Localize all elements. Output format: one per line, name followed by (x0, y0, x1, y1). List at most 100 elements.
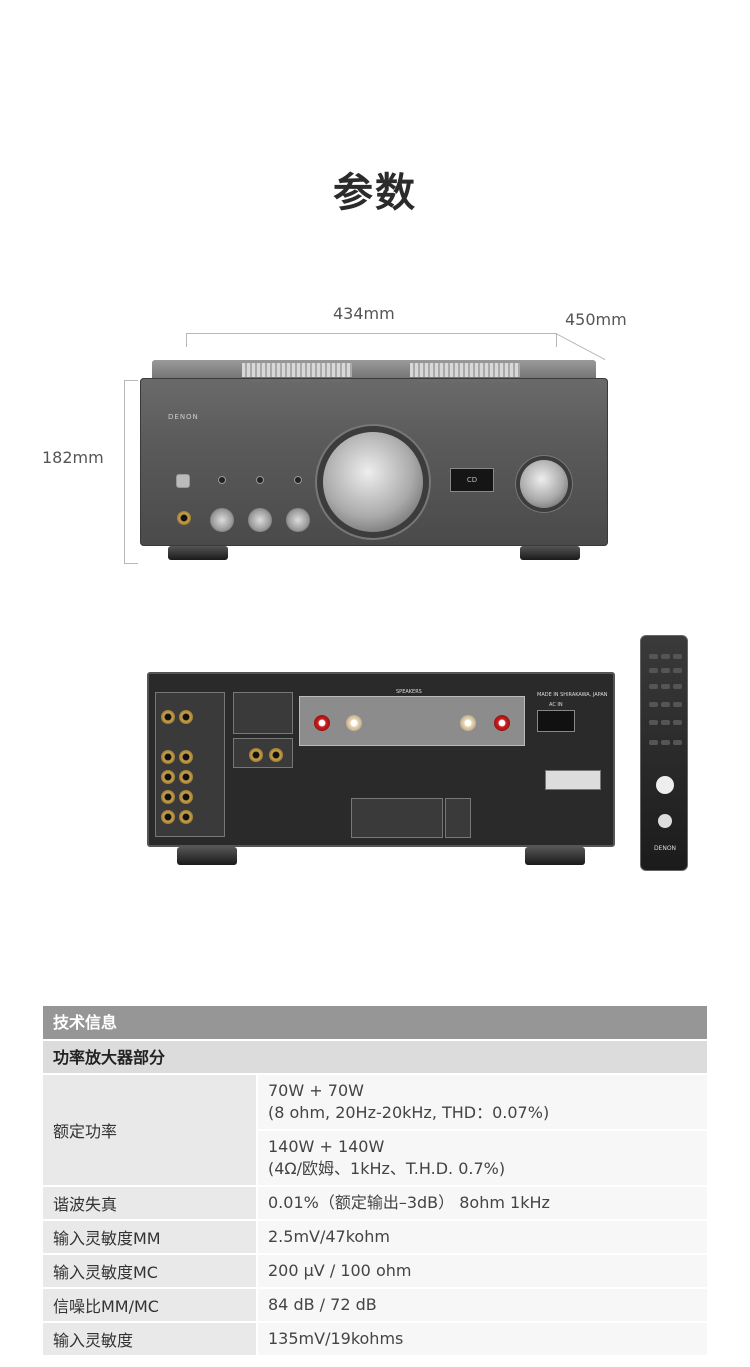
indicator-dc-hdamp (294, 476, 302, 484)
remote-dpad (656, 776, 674, 794)
remote-button (649, 684, 658, 689)
network-jack-r (179, 770, 193, 784)
remote-brand-logo: DENON (653, 845, 677, 852)
spec-value-line: 2.5mV/47kohm (268, 1227, 390, 1246)
spec-label: 谐波失真 (43, 1187, 256, 1219)
remote-button (649, 702, 658, 707)
width-dimension-line (186, 333, 556, 334)
rating-label-plate (545, 770, 601, 790)
phones-jack (177, 511, 191, 525)
remote-button (649, 668, 658, 673)
remote-button (661, 668, 670, 673)
spec-value: 135mV/19kohms (256, 1323, 707, 1355)
remote-button (649, 740, 658, 745)
amplifier-front-image: DENON CD (140, 360, 608, 560)
spec-value: 140W + 140W (4Ω/欧姆、1kHz、T.H.D. 0.7%) (256, 1129, 707, 1185)
digital-audio-panel (351, 798, 443, 838)
front-foot-right (520, 546, 580, 560)
recorder-jack-r (179, 790, 193, 804)
spec-label: 额定功率 (43, 1075, 256, 1185)
spec-table: 技术信息 功率放大器部分 额定功率 70W + 70W (8 ohm, 20Hz… (43, 1006, 707, 1355)
spec-value-line: 135mV/19kohms (268, 1329, 404, 1348)
speaker-terminal-right-white (460, 715, 476, 731)
height-dimension-tick-bottom (124, 563, 138, 564)
remote-button (649, 720, 658, 725)
table-row: 谐波失真 0.01%（额定输出–3dB） 8ohm 1kHz (43, 1185, 707, 1219)
spec-value: 84 dB / 72 dB (256, 1289, 707, 1321)
remote-button (673, 720, 682, 725)
spec-values: 200 µV / 100 ohm (256, 1255, 707, 1287)
spec-values: 84 dB / 72 dB (256, 1289, 707, 1321)
spec-value-line: (4Ω/欧姆、1kHz、T.H.D. 0.7%) (268, 1159, 506, 1178)
amplifier-rear-image: SPEAKERS MADE IN SHIRAKAWA, JAPAN AC IN (147, 672, 615, 867)
spec-value-line: 200 µV / 100 ohm (268, 1261, 412, 1280)
spec-value: 200 µV / 100 ohm (256, 1255, 707, 1287)
vent-left (242, 363, 352, 377)
speakers-label: SPEAKERS (396, 689, 422, 695)
spec-value-line: 84 dB / 72 dB (268, 1295, 377, 1314)
ext-pre-jack-l (249, 748, 263, 762)
remote-button (673, 684, 682, 689)
height-dimension-line (124, 380, 125, 564)
amplifier-rear-panel: SPEAKERS MADE IN SHIRAKAWA, JAPAN AC IN (147, 672, 615, 847)
spec-table-header: 技术信息 (43, 1006, 707, 1039)
spec-values: 0.01%（额定输出–3dB） 8ohm 1kHz (256, 1187, 707, 1219)
remote-button (661, 702, 670, 707)
remote-button (673, 654, 682, 659)
table-row: 输入灵敏度 135mV/19kohms (43, 1321, 707, 1355)
table-row: 信噪比MM/MC 84 dB / 72 dB (43, 1287, 707, 1321)
vent-right (410, 363, 520, 377)
spec-label: 信噪比MM/MC (43, 1289, 256, 1321)
bass-knob (210, 508, 234, 532)
spec-value: 70W + 70W (8 ohm, 20Hz-20kHz, THD：0.07%) (256, 1075, 707, 1129)
balance-knob (286, 508, 310, 532)
rear-foot-left (177, 847, 237, 865)
front-foot-left (168, 546, 228, 560)
indicator-source-direct (256, 476, 264, 484)
indicator-analog (218, 476, 226, 484)
table-row: 额定功率 70W + 70W (8 ohm, 20Hz-20kHz, THD：0… (43, 1073, 707, 1185)
speaker-terminal-right-red (494, 715, 510, 731)
phono-jack-l (161, 710, 175, 724)
ext-pre-panel (233, 738, 293, 768)
ac-in-label: AC IN (549, 702, 563, 708)
remote-button (661, 684, 670, 689)
input-selector-knob (520, 460, 568, 508)
remote-button (673, 740, 682, 745)
front-brand-logo: DENON (168, 413, 199, 421)
spec-value-line: (8 ohm, 20Hz-20kHz, THD：0.07%) (268, 1103, 550, 1122)
remote-button (661, 654, 670, 659)
spec-section-title: 功率放大器部分 (43, 1039, 707, 1073)
spec-label: 输入灵敏度 (43, 1323, 256, 1355)
cd-jack-l (161, 750, 175, 764)
width-dimension-tick-right (556, 333, 557, 347)
cd-jack-r (179, 750, 193, 764)
rear-foot-right (525, 847, 585, 865)
spec-value-line: 140W + 140W (268, 1137, 385, 1156)
table-row: 输入灵敏度MC 200 µV / 100 ohm (43, 1253, 707, 1287)
depth-dimension-label: 450mm (565, 310, 627, 329)
remote-button (661, 720, 670, 725)
spec-label: 输入灵敏度MM (43, 1221, 256, 1253)
spec-value-line: 70W + 70W (268, 1081, 364, 1100)
remote-button (661, 740, 670, 745)
recorder-out-jack-l (161, 810, 175, 824)
remote-button (649, 654, 658, 659)
spec-values: 2.5mV/47kohm (256, 1221, 707, 1253)
spec-value: 2.5mV/47kohm (256, 1221, 707, 1253)
ir-control-panel (445, 798, 471, 838)
remote-control-image: DENON (640, 635, 688, 871)
spec-value-line: 0.01%（额定输出–3dB） 8ohm 1kHz (268, 1193, 550, 1212)
spec-values: 70W + 70W (8 ohm, 20Hz-20kHz, THD：0.07%)… (256, 1075, 707, 1185)
speaker-terminal-left-white (346, 715, 362, 731)
height-dimension-label: 182mm (42, 448, 104, 467)
amplifier-top-panel (152, 360, 596, 382)
width-dimension-label: 434mm (333, 304, 395, 323)
amplifier-front-panel: DENON CD (140, 378, 608, 546)
volume-knob (323, 432, 423, 532)
network-jack-l (161, 770, 175, 784)
recorder-out-jack-r (179, 810, 193, 824)
front-display: CD (450, 468, 494, 492)
made-in-label: MADE IN SHIRAKAWA, JAPAN (537, 692, 608, 698)
remote-button (673, 702, 682, 707)
